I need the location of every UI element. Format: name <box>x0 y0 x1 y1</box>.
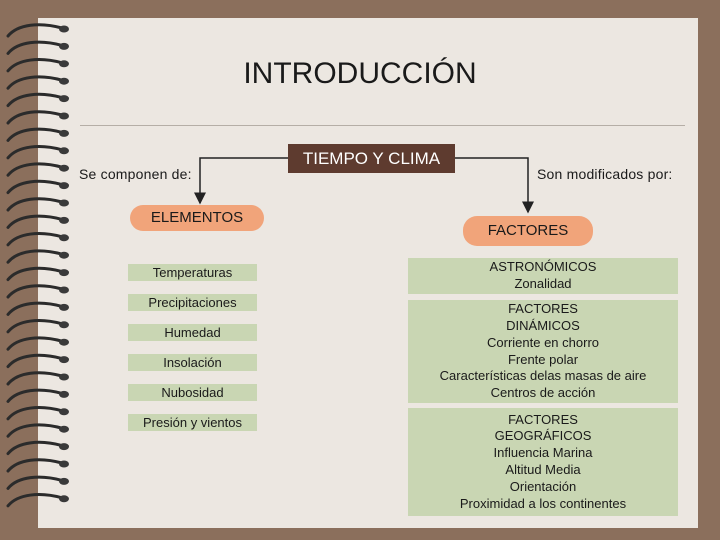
divider <box>80 125 685 126</box>
factor-line: Altitud Media <box>505 462 581 477</box>
right-label: Son modificados por: <box>537 166 673 182</box>
elementos-pill: ELEMENTOS <box>130 205 264 231</box>
binding-hole <box>59 164 69 172</box>
binding-ring <box>6 266 64 282</box>
elemento-item: Humedad <box>128 324 257 341</box>
binding-ring <box>6 127 64 142</box>
elemento-item: Presión y vientos <box>128 414 257 431</box>
binding-hole <box>59 460 69 468</box>
binding-ring <box>6 388 64 403</box>
binding-ring <box>6 92 64 108</box>
binding-hole <box>59 234 69 242</box>
factor-line: Centros de acción <box>490 385 596 401</box>
factor-line: GEOGRÁFICOS <box>494 428 592 444</box>
binding-ring <box>6 353 64 369</box>
factor-dinamicos: FACTORES DINÁMICOS Corriente en chorro F… <box>408 300 678 403</box>
binding-hole <box>59 477 69 485</box>
binding-ring <box>6 197 64 212</box>
factor-line: Influencia Marina <box>493 445 593 461</box>
binding-hole <box>59 338 69 346</box>
factor-line: Corriente en chorro <box>487 334 599 350</box>
binding-ring <box>6 249 64 264</box>
binding-hole <box>59 425 69 433</box>
binding-ring <box>6 145 64 160</box>
binding-hole <box>59 321 69 329</box>
elemento-item: Temperaturas <box>128 264 257 281</box>
binding-hole <box>59 390 69 398</box>
elemento-item: Insolación <box>128 354 257 371</box>
binding-hole <box>59 408 69 416</box>
binding-hole <box>59 495 69 503</box>
binding-hole <box>59 129 69 137</box>
left-label: Se componen de: <box>79 166 192 182</box>
binding-hole <box>59 373 69 381</box>
factor-line: Características delas masas de aire <box>439 368 647 384</box>
factores-pill: FACTORES <box>463 216 593 246</box>
factor-line: FACTORES <box>508 411 578 427</box>
factor-line: DINÁMICOS <box>506 317 580 333</box>
binding-ring <box>6 336 64 351</box>
binding-ring <box>6 458 64 473</box>
binding-ring <box>6 319 64 334</box>
binding-ring <box>6 493 64 508</box>
elemento-item: Precipitaciones <box>128 294 257 311</box>
factor-line: ASTRONÓMICOS <box>489 259 597 275</box>
binding-ring <box>6 162 64 177</box>
binding-hole <box>59 25 69 33</box>
binding-ring <box>6 214 64 229</box>
factor-line: FACTORES <box>508 301 578 317</box>
factor-geograficos: FACTORES GEOGRÁFICOS Influencia Marina A… <box>408 408 678 516</box>
binding-hole <box>59 269 69 277</box>
binding-ring <box>6 284 64 299</box>
binding-hole <box>59 182 69 190</box>
binding-hole <box>59 147 69 155</box>
binding-hole <box>59 216 69 224</box>
binding-hole <box>59 199 69 207</box>
binding-hole <box>59 42 69 50</box>
binding-hole <box>59 286 69 294</box>
binding-hole <box>59 112 69 120</box>
binding-ring <box>6 75 64 90</box>
binding-hole <box>59 251 69 259</box>
binding-ring <box>6 301 64 316</box>
factor-line: Frente polar <box>507 351 579 367</box>
elemento-item: Nubosidad <box>128 384 257 401</box>
binding-ring <box>6 371 64 386</box>
binding-ring <box>6 179 64 195</box>
binding-hole <box>59 303 69 311</box>
binding-hole <box>59 77 69 85</box>
binding-ring <box>6 423 64 438</box>
spiral-binding <box>6 23 69 508</box>
binding-ring <box>6 406 64 421</box>
binding-ring <box>6 232 64 247</box>
factor-astronomicos: ASTRONÓMICOS Zonalidad <box>408 258 678 294</box>
factor-line: Orientación <box>509 478 577 494</box>
factor-line: Zonalidad <box>514 276 572 291</box>
page-title: INTRODUCCIÓN <box>243 57 477 90</box>
binding-hole <box>59 95 69 103</box>
factor-line: Proximidad a los continentes <box>459 495 627 511</box>
binding-hole <box>59 356 69 364</box>
binding-ring <box>6 475 64 490</box>
right-connector <box>455 157 534 214</box>
binding-hole <box>59 443 69 451</box>
binding-ring <box>6 40 64 55</box>
binding-ring <box>6 440 64 456</box>
left-connector <box>194 157 288 205</box>
binding-hole <box>59 60 69 68</box>
binding-ring <box>6 110 64 125</box>
binding-ring <box>6 58 64 73</box>
binding-ring <box>6 23 64 38</box>
center-node: TIEMPO Y CLIMA <box>288 144 455 173</box>
